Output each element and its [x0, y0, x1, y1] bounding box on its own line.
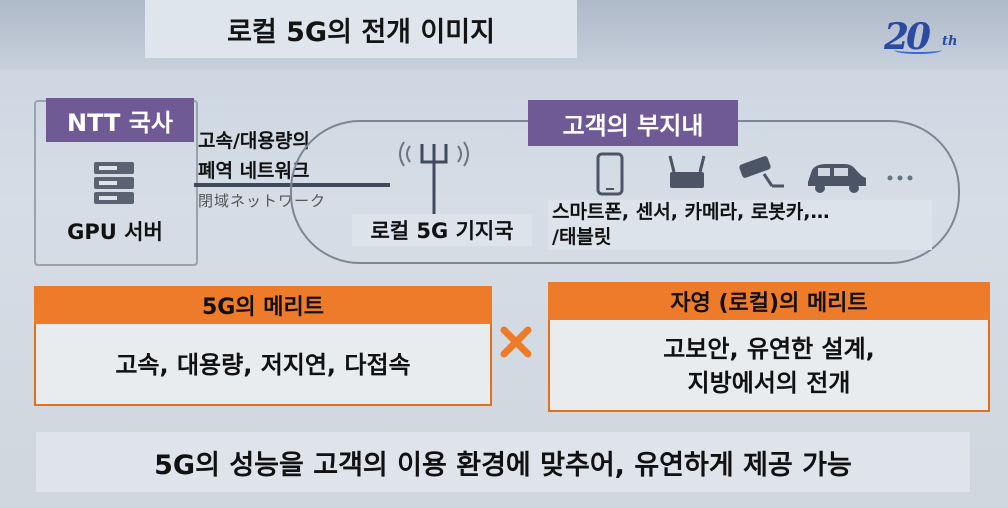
network-label-line1: 고속/대용량의 [198, 130, 310, 152]
server-icon [94, 162, 134, 204]
devices-label: 스마트폰, 센서, 카메라, 로봇카,… /태블릿 [548, 200, 932, 250]
smartphone-icon [596, 152, 624, 196]
5g-merit-box: 5G의 메리트 고속, 대용량, 저지연, 다접속 [34, 286, 492, 406]
multiply-icon [500, 326, 532, 358]
5g-merit-title: 5G의 메리트 [34, 286, 492, 324]
logo-suffix: th [942, 34, 958, 49]
antenna-tower-icon [399, 141, 469, 216]
car-icon [808, 164, 866, 193]
ellipsis-icon [887, 175, 913, 181]
local-merit-title: 자영 (로컬)의 메리트 [548, 282, 990, 320]
camera-icon [739, 156, 784, 188]
network-label-line2: 폐역 네트워크 [198, 160, 310, 182]
customer-badge: 고객의 부지내 [528, 100, 738, 146]
devices-label-line1: 스마트폰, 센서, 카메라, 로봇카,… [552, 201, 830, 223]
local-merit-box: 자영 (로컬)의 메리트 고보안, 유연한 설계, 지방에서의 전개 [548, 282, 990, 412]
summary-banner: 5G의 성능을 고객의 이용 환경에 맞추어, 유연하게 제공 가능 [36, 432, 970, 492]
logo-swoosh [894, 46, 942, 54]
local-merit-line2: 지방에서의 전개 [687, 369, 851, 397]
5g-merit-body: 고속, 대용량, 저지연, 다접속 [115, 351, 411, 379]
local-merit-title-text: 자영 (로컬)의 메리트 [662, 285, 876, 317]
devices-label-line2: /태블릿 [552, 226, 612, 248]
5g-merit-title-text: 5G의 메리트 [194, 289, 332, 321]
base-station-label: 로컬 5G 기지국 [352, 214, 532, 246]
local-merit-line1: 고보안, 유연한 설계, [663, 335, 875, 363]
ntt-badge: NTT 국사 [46, 98, 194, 142]
device-icons [596, 152, 913, 196]
slide-title: 로컬 5G의 전개 이미지 [145, 0, 577, 58]
sensor-icon [668, 155, 706, 188]
anniversary-logo: 20 th [884, 16, 964, 62]
gpu-server-label: GPU 서버 [67, 220, 163, 244]
local-merit-body: 고보안, 유연한 설계, 지방에서의 전개 [550, 322, 988, 410]
